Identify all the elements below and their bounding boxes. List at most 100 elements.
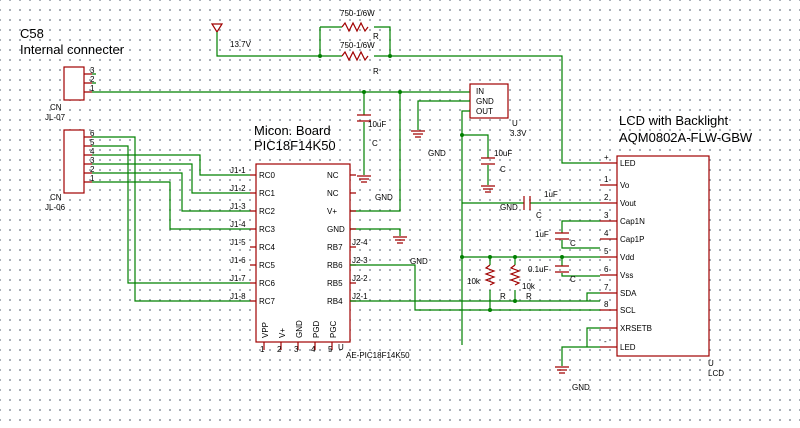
mcu-board: RC0J1-1RC1J1-2RC2J1-3RC3J1-4RC4J1-5RC5J1… [230, 163, 410, 360]
lcd-name: LCD [708, 369, 724, 378]
mcu-pin-num-1: 1 [260, 345, 265, 354]
mcu-pin-rc4: RC4 [259, 243, 276, 252]
lcd-pins: LED+Vo1Vout2Cap1N3Cap1P4Vdd5Vss6SDA7SCL8… [600, 153, 652, 352]
lcd-pin-num-4: 3 [604, 211, 609, 220]
mcu-pin-rc5: RC5 [259, 261, 276, 270]
rb6-gnd-label: GND [410, 257, 428, 266]
wire-xrsetb [586, 327, 600, 347]
lcd-pin-cap1p: Cap1P [620, 235, 644, 244]
mcu-net-j2-4: J2-4 [352, 238, 368, 247]
lcd-pin-num-8: 7 [604, 283, 609, 292]
wire-j1-1 [92, 154, 250, 176]
wire-mcu-gnd [350, 228, 401, 236]
mcu-pin-rc7: RC7 [259, 297, 276, 306]
mcu-title: Micon. Board [254, 123, 331, 138]
lcd-pin-num-11: - [604, 337, 607, 346]
reg-value: 3.3V [510, 129, 527, 138]
mcu-pin-bottom-4: PGD [312, 320, 321, 338]
mcu-net-j2-2: J2-2 [352, 274, 368, 283]
lcd-pin-xrsetb: XRSETB [620, 324, 652, 333]
mcu-gnd-label: GND [375, 193, 393, 202]
resistor-r3: 10k R [467, 257, 506, 310]
lcd-part-title: AQM0802A-FLW-GBW [619, 130, 753, 145]
mcu-net-j1-8: J1-8 [230, 292, 246, 301]
jl06-pin-4: 4 [90, 147, 95, 156]
connector-subtitle: Internal connecter [20, 42, 125, 57]
connector-jl06: 6 5 4 3 2 1 CN JL-06 [45, 129, 95, 212]
r4-label: R [526, 292, 532, 301]
mcu-net-j2-1: J2-1 [352, 292, 368, 301]
mcu-left-pins: RC0J1-1RC1J1-2RC2J1-3RC3J1-4RC4J1-5RC5J1… [230, 166, 276, 306]
mcu-pin-right-8: RB4 [327, 297, 343, 306]
mcu-net-j1-3: J1-3 [230, 202, 246, 211]
mcu-pin-rc1: RC1 [259, 189, 276, 198]
lcd-title: LCD with Backlight [619, 113, 728, 128]
mcu-pin-right-1: NC [327, 171, 339, 180]
c4-label: C [570, 239, 576, 248]
lcd-pin-vo: Vo [620, 181, 630, 190]
lcd-pin-led: LED [620, 159, 636, 168]
lcd-ref: U [708, 359, 714, 368]
lcd-pin-vss: Vss [620, 271, 633, 280]
c3-label: C [536, 211, 542, 220]
mcu-pin-bottom-2: V+ [278, 328, 287, 338]
rail-voltage: 13.7V [230, 40, 252, 49]
lcd-pin-num-9: 8 [604, 300, 609, 309]
c2-label: C [500, 165, 506, 174]
jl06-pin-2: 2 [90, 165, 95, 174]
wire-j1-2 [92, 163, 250, 194]
mcu-part: AE-PIC18F14K50 [346, 351, 410, 360]
gnd-symbol-lcd [555, 366, 569, 374]
mcu-pin-num-5: 5 [328, 345, 333, 354]
lcd-pin-num-6: 5 [604, 247, 609, 256]
wire-j1-7 [92, 145, 250, 284]
mcu-net-j1-5: J1-5 [230, 238, 246, 247]
mcu-pin-num-2: 2 [277, 345, 282, 354]
reg-gnd-label: GND [428, 149, 446, 158]
mcu-part-title: PIC18F14K50 [254, 138, 336, 153]
mcu-net-j1-4: J1-4 [230, 220, 246, 229]
wire-led-minus [561, 346, 600, 366]
jl07-name: JL-07 [45, 113, 66, 122]
wire-j1-8 [92, 136, 250, 302]
c4-value: 1uF [535, 230, 549, 239]
regulator-3v3: IN GND OUT U 3.3V [411, 83, 527, 345]
reg-pin-in: IN [476, 87, 484, 96]
lcd-pin-num-2: 1 [604, 175, 609, 184]
wire-mcu-vplus [350, 92, 401, 212]
wire-j1-3 [92, 172, 250, 212]
mcu-net-j2-3: J2-3 [352, 256, 368, 265]
lcd-module: LED+Vo1Vout2Cap1N3Cap1P4Vdd5Vss6SDA7SCL8… [600, 153, 724, 378]
jl07-ref: CN [50, 103, 62, 112]
wire-jl07-stubs [92, 73, 96, 84]
reg-ref: U [512, 119, 518, 128]
mcu-pin-rc6: RC6 [259, 279, 276, 288]
mcu-pin-right-4: GND [327, 225, 345, 234]
jl06-name: JL-06 [45, 203, 66, 212]
jl06-pin-3: 3 [90, 156, 95, 165]
wire-j1-4 [92, 181, 250, 230]
wire-rb6-scl [350, 264, 600, 311]
lcd-pin-sda: SDA [620, 289, 637, 298]
c1-label: C [372, 139, 378, 148]
mcu-ref: U [338, 343, 344, 352]
r3-label: R [500, 292, 506, 301]
resistor-r1-value: 750-1/6W [340, 9, 375, 18]
c5-label: C [570, 275, 576, 284]
c5-value: 0.1uF [528, 265, 549, 274]
capacitor-c5: 0.1uF C [528, 257, 600, 284]
r3-value: 10k [467, 277, 481, 286]
capacitor-c3: 1uF C [462, 190, 600, 220]
jl06-pin-5: 5 [90, 138, 95, 147]
resistor-r1-label: R [373, 32, 379, 41]
mcu-pin-num-4: 4 [311, 345, 316, 354]
mcu-net-j1-7: J1-7 [230, 274, 246, 283]
jl07-pin-2: 2 [90, 75, 95, 84]
lcd-pin-scl: SCL [620, 306, 636, 315]
resistor-r2-value: 750-1/6W [340, 41, 375, 50]
c1-value: 10uF [368, 120, 386, 129]
jl07-pin-1: 1 [90, 84, 95, 93]
capacitor-c1: 10uF C [357, 92, 386, 183]
